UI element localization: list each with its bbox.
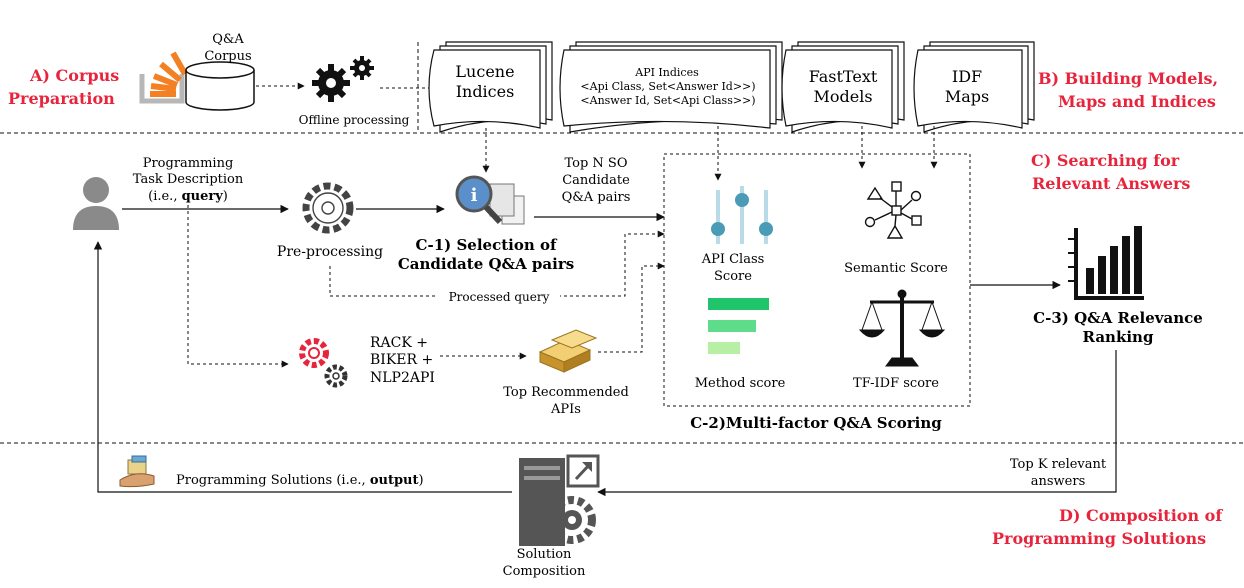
corpus-label-2: Corpus: [204, 49, 251, 64]
section-c-label-1: C) Searching for: [1031, 151, 1180, 170]
lucene-label-1: Lucene: [455, 62, 514, 81]
c1-label-2: Candidate Q&A pairs: [398, 255, 574, 273]
c2-label: C-2)Multi-factor Q&A Scoring: [690, 414, 942, 432]
task-label-2: Task Description: [133, 172, 244, 187]
network-shapes-icon: [864, 181, 922, 239]
solution-label-2: Composition: [503, 564, 586, 579]
method-score-label: Method score: [695, 376, 786, 391]
rack-label-3: NLP2API: [370, 370, 435, 386]
topn-label-1: Top N SO: [564, 156, 627, 171]
section-b-label-1: B) Building Models,: [1038, 69, 1218, 88]
gears-icon: [312, 56, 374, 102]
section-b-label-2: Maps and Indices: [1058, 92, 1216, 111]
solution-label-1: Solution: [517, 547, 572, 562]
topn-label-2: Candidate: [562, 173, 630, 188]
c3-label-2: Ranking: [1083, 328, 1154, 346]
api-indices-label-2: <Api Class, Set<Answer Id>>): [580, 80, 755, 93]
section-a-label-2: Preparation: [8, 89, 115, 108]
section-c-label-2: Relevant Answers: [1032, 174, 1190, 193]
api-class-score-label-2: Score: [714, 269, 752, 284]
lucene-indices-doc: [428, 41, 553, 133]
tfidf-score-label: TF-IDF score: [853, 376, 939, 391]
topn-label-3: Q&A pairs: [562, 190, 631, 205]
output-label: Programming Solutions (i.e., output): [176, 473, 424, 488]
api-class-score-label-1: API Class: [701, 252, 765, 267]
top-apis-label-1: Top Recommended: [503, 385, 629, 400]
bar-list-icon: [708, 298, 769, 354]
topk-label-1: Top K relevant: [1010, 457, 1107, 472]
ranking-chart-icon: [1068, 226, 1144, 300]
corpus-label-1: Q&A: [212, 32, 244, 47]
api-indices-label-1: API Indices: [634, 66, 699, 79]
document-search-icon: i: [455, 175, 525, 225]
section-d-label-1: D) Composition of: [1059, 506, 1223, 525]
preprocessing-label: Pre-processing: [277, 244, 383, 260]
svg-text:i: i: [471, 185, 478, 206]
topk-label-2: answers: [1031, 474, 1086, 489]
gold-bars-icon: [538, 329, 598, 373]
user-icon: [73, 177, 119, 230]
task-label-3: (i.e., query): [148, 189, 228, 204]
lucene-label-2: Indices: [456, 82, 515, 101]
processed-query-label: Processed query: [449, 290, 550, 304]
section-a-label-1: A) Corpus: [29, 66, 119, 85]
fasttext-models-doc: [781, 41, 905, 133]
offline-processing-label: Offline processing: [299, 113, 410, 127]
gear-outline-icon: [302, 182, 354, 234]
stackoverflow-logo-icon: [139, 51, 188, 104]
api-indices-label-3: <Answer Id, Set<Api Class>>): [580, 94, 755, 107]
c1-label-1: C-1) Selection of: [416, 236, 558, 254]
task-label-1: Programming: [143, 156, 234, 171]
corpus-database-icon: [185, 61, 255, 111]
section-d-label-2: Programming Solutions: [992, 529, 1206, 548]
rack-label-1: RACK +: [370, 335, 428, 351]
hand-offer-icon: [119, 455, 155, 488]
idf-label-1: IDF: [952, 67, 982, 86]
scoring-box: [663, 153, 971, 407]
balance-scale-icon: [858, 289, 946, 367]
fasttext-label-2: Models: [813, 87, 872, 106]
idf-label-2: Maps: [945, 87, 989, 106]
semantic-score-label: Semantic Score: [844, 261, 948, 276]
red-gears-icon: [299, 338, 348, 388]
idf-maps-doc: [913, 41, 1035, 133]
server-gear-icon: [519, 454, 600, 546]
c3-label-1: C-3) Q&A Relevance: [1033, 309, 1203, 327]
top-apis-label-2: APIs: [550, 402, 581, 417]
fasttext-label-1: FastText: [809, 67, 878, 86]
rack-label-2: BIKER +: [370, 352, 433, 368]
api-indices-doc: [559, 41, 783, 133]
sliders-icon: [711, 186, 773, 244]
